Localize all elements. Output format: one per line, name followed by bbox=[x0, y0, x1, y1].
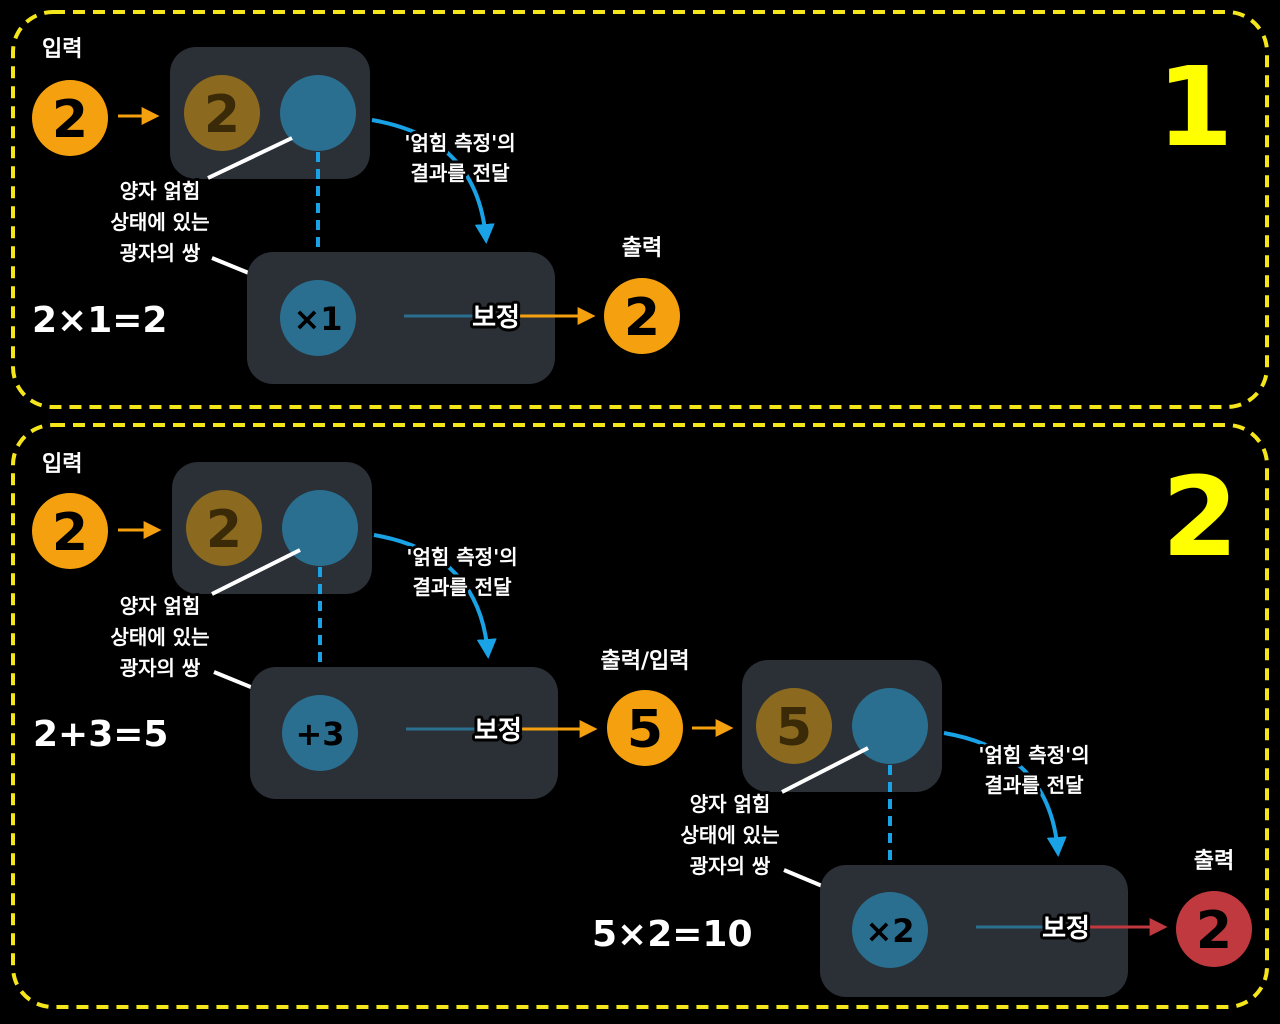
panel-2-pair-value: 2 bbox=[206, 500, 242, 560]
panel-2-output-value: 2 bbox=[1196, 901, 1232, 961]
panel-1-border bbox=[11, 10, 1269, 409]
panel-2-input-label: 입력 bbox=[42, 452, 82, 477]
panel-2-border bbox=[11, 423, 1269, 1009]
panel-1-measure-arrow bbox=[371, 118, 495, 244]
panel-2-pair2-blue-node bbox=[852, 688, 928, 764]
panel-1-pair-gold-node bbox=[184, 75, 260, 151]
panel-2-pair2-value: 5 bbox=[776, 698, 812, 758]
panel-2-operation2-node bbox=[852, 892, 928, 968]
panel-1-equation: 2×1=2 bbox=[32, 300, 167, 341]
panel-2-pair2-note-line1: 양자 얽힘 bbox=[690, 792, 771, 816]
panel-2-pair-gold-node bbox=[186, 490, 262, 566]
panel-2-measure-note-line1: '얽힘 측정'의 bbox=[406, 545, 517, 569]
panel-2-mid-value: 5 bbox=[627, 700, 663, 760]
panel-2-pair-blue-node bbox=[282, 490, 358, 566]
panel-2-output-node bbox=[1176, 891, 1252, 967]
panel-2-pair-note-line1: 양자 얽힘 bbox=[120, 594, 201, 618]
panel-2-pair-note-line3: 광자의 쌍 bbox=[120, 656, 201, 680]
panel-2-correction-label: 보정 bbox=[474, 716, 522, 746]
panel-1-input-value: 2 bbox=[52, 90, 88, 150]
panel-1-input-node bbox=[32, 80, 108, 156]
panel-2-pair2-note-line2: 상태에 있는 bbox=[681, 823, 780, 847]
panel-1-pair-note-line3: 광자의 쌍 bbox=[120, 241, 201, 265]
panel-2-measure2-note-line2: 결과를 전달 bbox=[985, 773, 1085, 797]
panel-2-input-value: 2 bbox=[52, 503, 88, 563]
panel-2-number: 2 bbox=[1162, 453, 1239, 581]
panel-2-output-label: 출력 bbox=[1194, 849, 1234, 874]
panel-1-operation: ×1 bbox=[293, 300, 342, 338]
panel-2-mid-node bbox=[607, 690, 683, 766]
panel-1-output-value: 2 bbox=[624, 288, 660, 348]
panel-2-measure2-note-line1: '얽힘 측정'의 bbox=[978, 743, 1089, 767]
panel-2-equation2: 5×2=10 bbox=[592, 914, 753, 955]
panel-1-operation-node bbox=[280, 280, 356, 356]
panel-2-operation2: ×2 bbox=[865, 912, 914, 950]
panel-2-input-node bbox=[32, 493, 108, 569]
panel-1-pair-note-line1: 양자 얽힘 bbox=[120, 179, 201, 203]
panel-1-output-label: 출력 bbox=[622, 236, 662, 261]
panel-1-pair-value: 2 bbox=[204, 85, 240, 145]
panel-2-pair2-note-line3: 광자의 쌍 bbox=[690, 854, 771, 878]
panel-2-operation: +3 bbox=[295, 715, 344, 753]
panel-2: 2 입력 2 2 '얽힘 측정'의 결과를 전달 양자 얽힘 상태에 있는 광자… bbox=[11, 423, 1269, 1009]
panel-1-number: 1 bbox=[1157, 43, 1234, 171]
panel-1-pair-note-line2: 상태에 있는 bbox=[111, 210, 210, 234]
panel-2-pointer-a bbox=[211, 548, 301, 596]
panel-2-operation-node bbox=[282, 695, 358, 771]
panel-1-measure-note-line1: '얽힘 측정'의 bbox=[404, 131, 515, 155]
panel-2-pair2-gold-node bbox=[756, 688, 832, 764]
panel-1-pair-blue-node bbox=[280, 75, 356, 151]
panel-2-equation: 2+3=5 bbox=[33, 714, 168, 755]
panel-2-measure-arrow bbox=[373, 533, 497, 659]
panel-2-correction2-label: 보정 bbox=[1042, 914, 1090, 944]
panel-1-correction-label: 보정 bbox=[472, 303, 520, 333]
panel-1: 1 입력 2 2 '얽힘 측정'의 결과를 전달 양자 얽힘 상태에 있는 광자… bbox=[11, 10, 1269, 409]
panel-1-pointer-a bbox=[207, 136, 293, 180]
panel-2-measure-note-line2: 결과를 전달 bbox=[413, 575, 513, 599]
panel-2-measure2-arrow bbox=[943, 731, 1067, 857]
panel-2-mid-label: 출력/입력 bbox=[601, 649, 690, 674]
panel-1-input-label: 입력 bbox=[42, 37, 82, 62]
panel-1-measure-note-line2: 결과를 전달 bbox=[411, 161, 511, 185]
panel-2-pointer2-a bbox=[781, 746, 869, 794]
panel-1-output-node bbox=[604, 278, 680, 354]
panel-2-pair-note-line2: 상태에 있는 bbox=[111, 625, 210, 649]
